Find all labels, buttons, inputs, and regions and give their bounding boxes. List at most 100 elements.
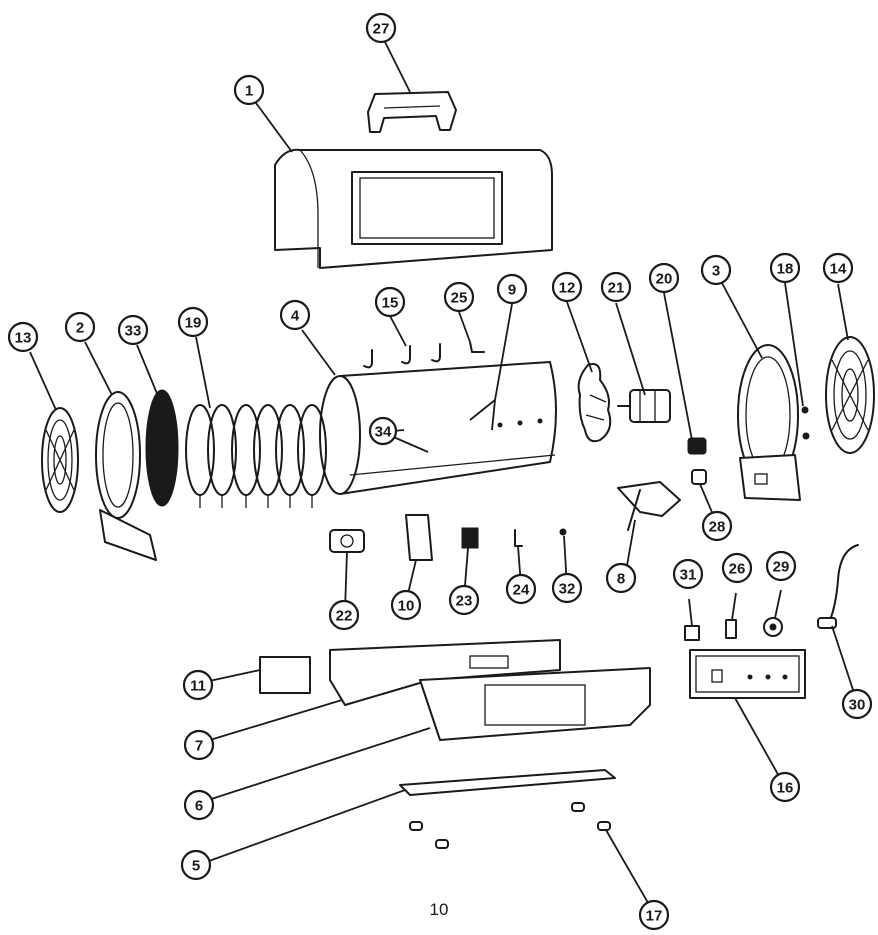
callout-label: 26 bbox=[729, 561, 746, 578]
part-base-panel-front bbox=[419, 667, 651, 741]
callout-label: 33 bbox=[125, 323, 142, 340]
part-small-bracket bbox=[469, 341, 485, 353]
callout-21: 21 bbox=[600, 271, 632, 303]
part-switch bbox=[684, 625, 700, 641]
callout-19: 19 bbox=[177, 306, 209, 338]
callout-label: 18 bbox=[777, 261, 794, 278]
callout-1: 1 bbox=[233, 74, 265, 106]
callout-30: 30 bbox=[841, 688, 873, 720]
callout-14: 14 bbox=[822, 252, 854, 284]
callout-13: 13 bbox=[7, 321, 39, 353]
callout-label: 34 bbox=[375, 424, 392, 441]
callout-label: 14 bbox=[830, 261, 847, 278]
callout-34: 34 bbox=[368, 416, 398, 446]
callout-label: 4 bbox=[291, 308, 300, 325]
callout-label: 1 bbox=[245, 83, 253, 100]
callout-23: 23 bbox=[448, 584, 480, 616]
callout-26: 26 bbox=[721, 552, 753, 584]
page-number: 10 bbox=[429, 900, 449, 919]
part-feet bbox=[409, 802, 611, 849]
callout-label: 9 bbox=[508, 282, 516, 299]
callout-label: 7 bbox=[195, 738, 203, 755]
callout-label: 32 bbox=[559, 581, 576, 598]
callout-label: 24 bbox=[513, 582, 530, 599]
callout-label: 12 bbox=[559, 280, 576, 297]
part-screw bbox=[559, 528, 567, 536]
part-bushing bbox=[691, 469, 707, 485]
callout-label: 17 bbox=[646, 908, 663, 925]
callout-label: 29 bbox=[773, 559, 790, 576]
part-knob bbox=[687, 437, 707, 455]
callout-label: 8 bbox=[617, 571, 625, 588]
part-thermostat bbox=[329, 529, 365, 553]
callout-label: 2 bbox=[76, 320, 84, 337]
part-front-grille bbox=[41, 407, 79, 513]
callout-32: 32 bbox=[551, 572, 583, 604]
callout-label: 19 bbox=[185, 315, 202, 332]
callout-22: 22 bbox=[328, 599, 360, 631]
callout-label: 25 bbox=[451, 290, 468, 307]
part-dial-knob bbox=[763, 617, 783, 637]
part-mounting-bracket bbox=[617, 481, 681, 531]
callout-label: 10 bbox=[398, 598, 415, 615]
callout-4: 4 bbox=[279, 299, 311, 331]
part-motor bbox=[617, 389, 671, 423]
part-terminal-block bbox=[461, 527, 479, 549]
part-fan-blade bbox=[577, 363, 612, 443]
callout-20: 20 bbox=[648, 262, 680, 294]
callout-label: 30 bbox=[849, 697, 866, 714]
callout-label: 13 bbox=[15, 330, 32, 347]
callout-label: 28 bbox=[709, 519, 726, 536]
callout-28: 28 bbox=[701, 510, 733, 542]
part-control-panel bbox=[689, 649, 806, 699]
callout-29: 29 bbox=[765, 550, 797, 582]
callout-10: 10 bbox=[390, 589, 422, 621]
part-connector bbox=[514, 529, 523, 547]
callout-15: 15 bbox=[374, 286, 406, 318]
callout-label: 31 bbox=[680, 567, 697, 584]
callout-33: 33 bbox=[117, 314, 149, 346]
callout-3: 3 bbox=[700, 254, 732, 286]
callout-label: 23 bbox=[456, 593, 473, 610]
callout-27: 27 bbox=[365, 12, 397, 44]
callout-label: 16 bbox=[777, 780, 794, 797]
part-screws bbox=[801, 406, 810, 440]
callout-label: 20 bbox=[656, 271, 673, 288]
callout-label: 27 bbox=[373, 21, 390, 38]
callout-31: 31 bbox=[672, 558, 704, 590]
part-plate bbox=[725, 619, 737, 639]
callout-24: 24 bbox=[505, 573, 537, 605]
part-hooks bbox=[363, 343, 441, 369]
callout-25: 25 bbox=[443, 281, 475, 313]
callout-12: 12 bbox=[551, 271, 583, 303]
leader-lines bbox=[29, 41, 858, 916]
part-power-cord bbox=[817, 544, 859, 629]
callout-7: 7 bbox=[183, 729, 215, 761]
part-bottom-plate bbox=[399, 769, 616, 796]
callout-5: 5 bbox=[180, 849, 212, 881]
callout-2: 2 bbox=[64, 311, 96, 343]
part-filter-disc bbox=[145, 389, 179, 507]
callout-label: 5 bbox=[192, 858, 200, 875]
callout-label: 3 bbox=[712, 263, 720, 280]
part-bracket-plate bbox=[405, 514, 433, 561]
callout-18: 18 bbox=[769, 252, 801, 284]
callout-label: 6 bbox=[195, 798, 203, 815]
part-front-ring bbox=[95, 391, 157, 561]
callout-6: 6 bbox=[183, 789, 215, 821]
callout-8: 8 bbox=[605, 562, 637, 594]
callout-label: 21 bbox=[608, 280, 625, 297]
part-rear-ring bbox=[737, 344, 801, 501]
callout-label: 15 bbox=[382, 295, 399, 312]
callout-label: 11 bbox=[190, 678, 206, 695]
callout-16: 16 bbox=[769, 771, 801, 803]
callout-label: 22 bbox=[336, 608, 353, 625]
part-rear-grille bbox=[825, 336, 875, 454]
part-junction-box bbox=[259, 656, 311, 694]
callout-11: 11 bbox=[182, 669, 214, 701]
callout-9: 9 bbox=[496, 273, 528, 305]
part-heating-coils bbox=[185, 404, 327, 508]
part-top-cover bbox=[274, 148, 553, 269]
part-handle bbox=[367, 91, 457, 133]
